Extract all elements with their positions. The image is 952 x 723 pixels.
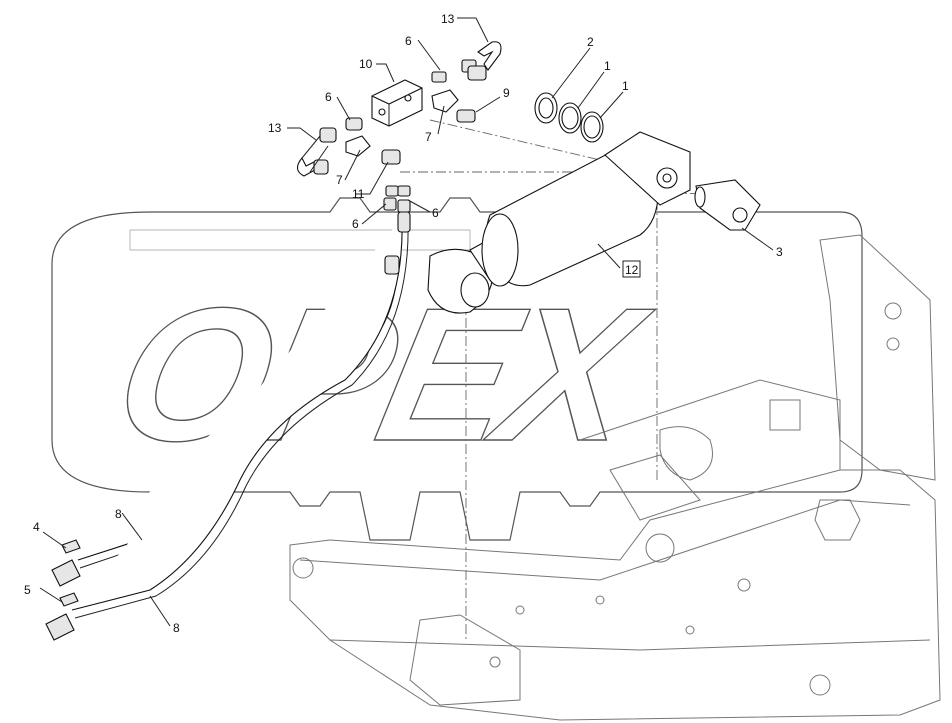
callout-6: 6 xyxy=(432,206,439,220)
callout-11: 11 xyxy=(352,187,365,201)
callout-12: 12 xyxy=(625,263,639,277)
callout-8: 8 xyxy=(173,621,180,635)
callout-2: 2 xyxy=(587,35,594,49)
callout-7: 7 xyxy=(336,173,343,187)
tube-fittings xyxy=(296,41,502,177)
pin xyxy=(694,179,761,231)
callout-10: 10 xyxy=(359,57,373,71)
machine-frame-outline xyxy=(289,234,941,721)
callout-labels: 13 6 10 6 13 7 11 6 6 9 7 2 1 1 3 12 4 8… xyxy=(24,12,783,635)
callout-13: 13 xyxy=(441,12,455,26)
callout-6: 6 xyxy=(352,217,359,231)
hydraulic-cylinder xyxy=(427,131,691,314)
callout-12-box xyxy=(622,260,641,278)
callout-9: 9 xyxy=(503,86,510,100)
callout-6: 6 xyxy=(325,90,332,104)
callout-6: 6 xyxy=(405,34,412,48)
seal-rings xyxy=(534,92,604,143)
valve-block xyxy=(371,79,423,127)
callout-13: 13 xyxy=(268,121,282,135)
callout-1: 1 xyxy=(604,59,611,73)
callout-8: 8 xyxy=(115,507,122,521)
callout-4: 4 xyxy=(33,520,40,534)
callout-3: 3 xyxy=(776,245,783,259)
callout-7: 7 xyxy=(425,130,432,144)
hoses xyxy=(45,211,411,641)
callout-1: 1 xyxy=(622,79,629,93)
callout-5: 5 xyxy=(24,583,31,597)
leader-lines xyxy=(39,17,774,627)
fittings xyxy=(345,59,487,213)
